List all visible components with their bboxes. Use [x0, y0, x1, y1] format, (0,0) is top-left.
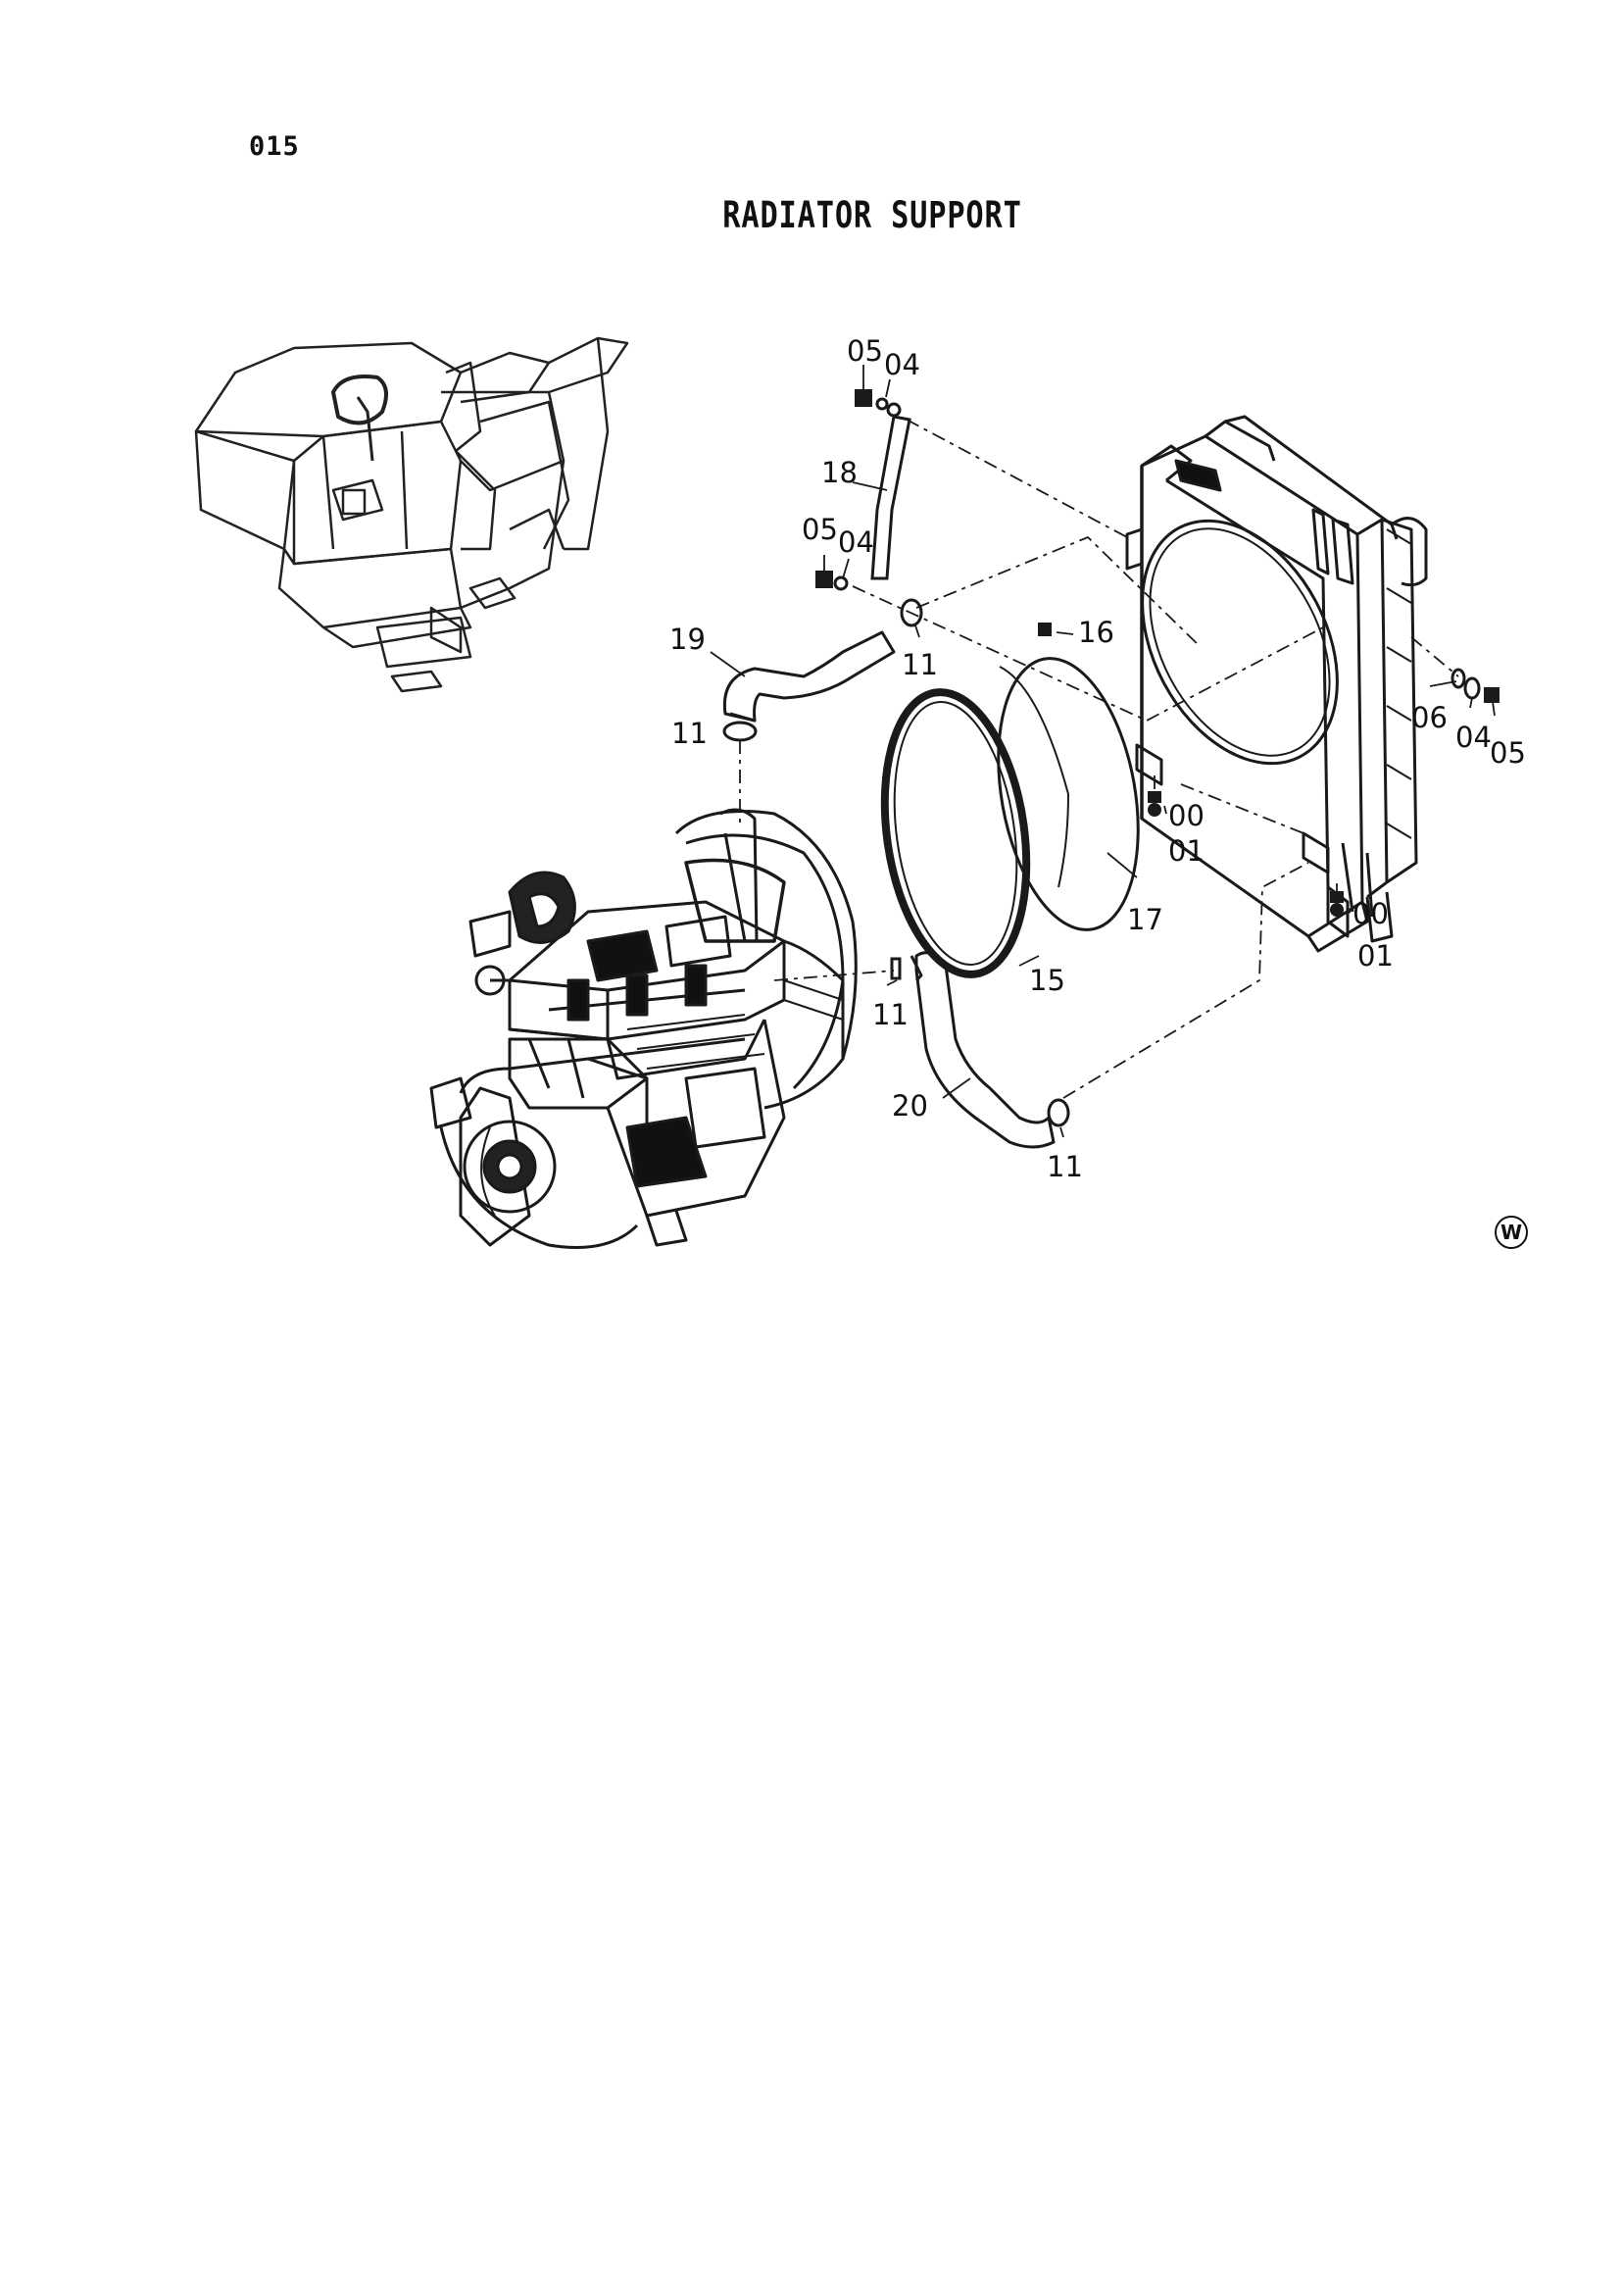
- callout-05-mid: 05: [802, 513, 838, 546]
- callout-04-right: 04: [1455, 721, 1492, 754]
- callout-00-right: 00: [1352, 897, 1389, 930]
- callout-05-right: 05: [1490, 736, 1526, 770]
- page-title: RADIATOR SUPPORT: [722, 194, 1022, 236]
- callout-11-upper: 11: [902, 648, 938, 681]
- page-number: 015: [249, 131, 300, 162]
- engine-assembly-illustration: [429, 808, 858, 1249]
- upper-hose-part-19: [722, 630, 896, 723]
- connection-leader-lines: [739, 419, 1459, 1099]
- radiator-assembly-illustration: [1125, 415, 1428, 953]
- callout-19: 19: [669, 623, 706, 656]
- callout-00-mid: 00: [1168, 799, 1205, 832]
- callout-20: 20: [892, 1089, 928, 1123]
- callout-11-left: 11: [671, 717, 708, 750]
- callout-17: 17: [1127, 903, 1163, 936]
- callout-04-top: 04: [884, 348, 920, 381]
- callout-05-top: 05: [847, 334, 883, 368]
- machine-overview-illustration: [194, 336, 629, 693]
- callout-06: 06: [1411, 701, 1448, 734]
- callout-16: 16: [1078, 616, 1114, 649]
- callout-18: 18: [821, 456, 858, 489]
- callout-11-lower: 11: [1047, 1150, 1083, 1183]
- small-hardware: [722, 389, 1500, 1127]
- stay-part-18: [870, 415, 911, 580]
- callout-01-mid: 01: [1168, 834, 1205, 868]
- callout-04-mid: 04: [838, 525, 874, 559]
- callout-labels: 05 04 18 05 04 19 11 16 11 06 04 05 00 0…: [669, 334, 1526, 1183]
- version-mark-circled-letter: W: [1495, 1216, 1528, 1249]
- callout-15: 15: [1029, 964, 1065, 997]
- callout-leader-lines: [710, 365, 1496, 1138]
- callout-01-right: 01: [1357, 939, 1394, 973]
- callout-11-engine: 11: [872, 998, 909, 1031]
- fan-shroud-part-17: [997, 657, 1140, 931]
- fan-ring-part-15: [880, 688, 1031, 978]
- lower-hose-part-20: [910, 951, 1056, 1149]
